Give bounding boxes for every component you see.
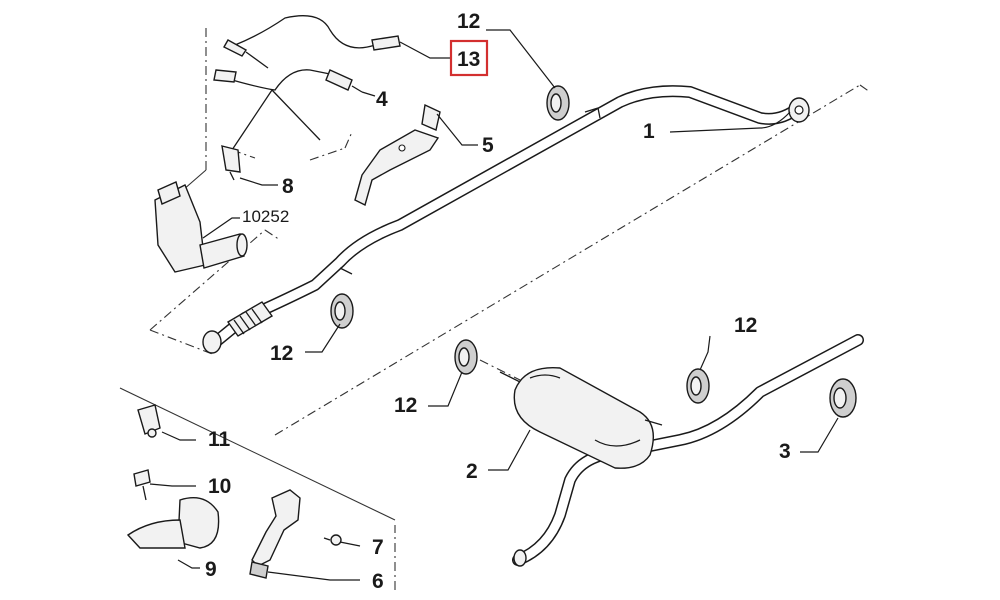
callout-12-left[interactable]: 12 (270, 342, 293, 365)
callout-6[interactable]: 6 (372, 570, 384, 593)
front-exhaust-pipe (202, 85, 810, 354)
rubber-mount-left (330, 293, 354, 329)
callout-12-mid[interactable]: 12 (394, 394, 417, 417)
rear-silencer-section (499, 334, 864, 567)
bracket-5 (354, 103, 441, 207)
callout-9[interactable]: 9 (205, 558, 217, 581)
lambda-sensors (213, 15, 401, 151)
clip-8 (221, 145, 241, 181)
rubber-mount-mid (454, 339, 478, 375)
callout-5[interactable]: 5 (482, 134, 494, 157)
callout-3[interactable]: 3 (779, 440, 791, 463)
callout-8[interactable]: 8 (282, 175, 294, 198)
small-parts (126, 404, 342, 579)
callouts: 12 13 4 5 1 8 10252 12 12 12 3 2 11 10 9… (205, 10, 791, 593)
callout-11[interactable]: 11 (208, 428, 231, 451)
callout-13[interactable]: 13 (457, 48, 480, 71)
callout-2[interactable]: 2 (466, 460, 478, 483)
rubber-mounts (330, 85, 857, 418)
callout-7[interactable]: 7 (372, 536, 384, 559)
rubber-mount-right (686, 368, 710, 404)
catalytic-converter (154, 181, 248, 273)
heat-shield-9 (126, 497, 220, 549)
bolt-7 (323, 534, 342, 546)
callout-4[interactable]: 4 (376, 88, 388, 111)
bracket-6 (249, 489, 301, 579)
bolt-10 (133, 469, 151, 501)
rubber-mount-top (546, 85, 570, 121)
callout-10[interactable]: 10 (208, 475, 231, 498)
callout-12-right[interactable]: 12 (734, 314, 757, 337)
callout-12-top[interactable]: 12 (457, 10, 480, 33)
callout-1[interactable]: 1 (643, 120, 655, 143)
clip-11 (137, 404, 161, 438)
leader-lines (149, 29, 839, 581)
highlight-box-13 (449, 39, 489, 77)
rubber-ring-3 (829, 378, 857, 418)
callout-10252[interactable]: 10252 (242, 207, 289, 226)
